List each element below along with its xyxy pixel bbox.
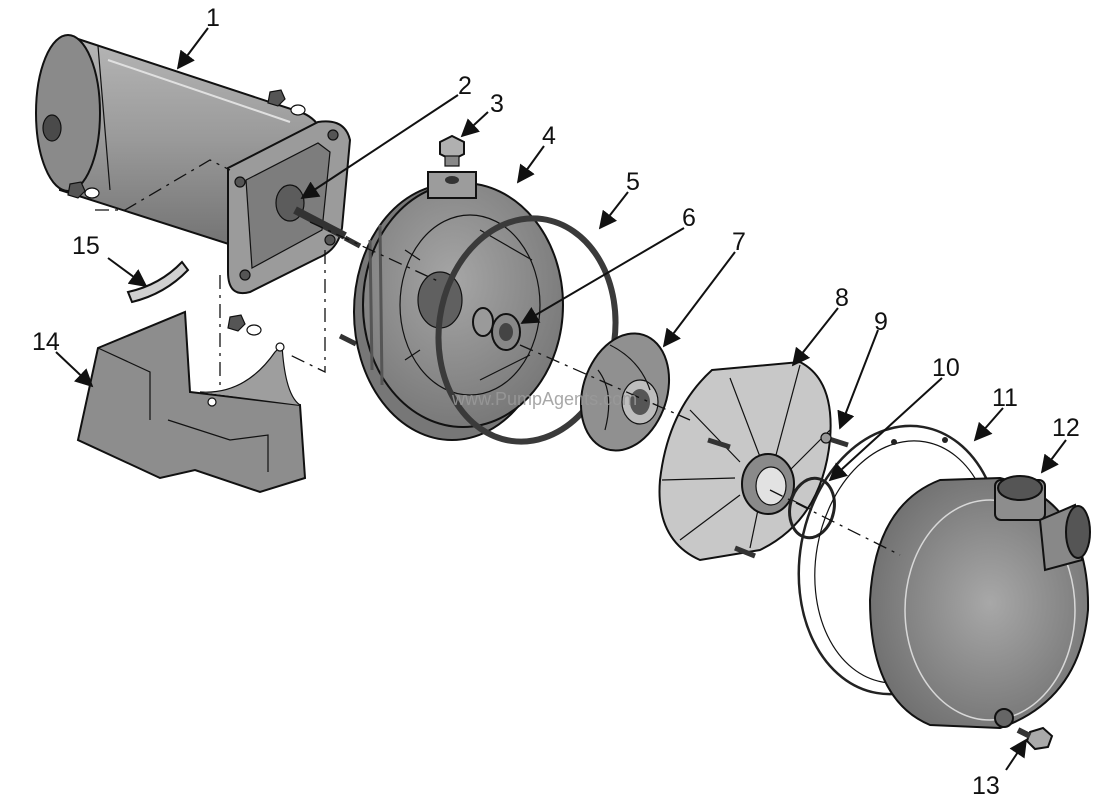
callout-8: 8	[835, 284, 849, 312]
callout-2: 2	[458, 72, 472, 100]
callout-7: 7	[732, 228, 746, 256]
callout-4: 4	[542, 122, 556, 150]
callout-15: 15	[72, 232, 100, 260]
callout-labels: 1 2 3 4 5 6 7 8 9 10 11 12 13 14 15	[32, 4, 1080, 800]
part-diffuser	[658, 360, 832, 562]
part-motor-bracket	[227, 120, 352, 294]
part-motor-fasteners	[67, 89, 362, 347]
callout-12: 12	[1052, 414, 1080, 442]
callout-1: 1	[206, 4, 220, 32]
part-pump-casing	[868, 475, 1091, 730]
callout-14: 14	[32, 328, 60, 356]
assembly-centerlines	[95, 159, 901, 556]
part-diffuser-screws	[707, 432, 849, 559]
callout-leaders	[55, 27, 1067, 771]
callout-11: 11	[992, 384, 1018, 412]
callout-9: 9	[874, 308, 888, 336]
callout-6: 6	[682, 204, 696, 232]
watermark-text: www.PumpAgents.com	[451, 389, 637, 409]
callout-5: 5	[626, 168, 640, 196]
part-base-pad	[126, 260, 190, 304]
callout-3: 3	[490, 90, 504, 118]
part-seal-plate	[353, 171, 564, 441]
part-drain-plug	[1016, 726, 1054, 751]
part-impeller	[579, 332, 671, 452]
part-shaft-seal	[472, 307, 521, 351]
part-vent-plug	[439, 134, 465, 167]
part-base	[76, 310, 307, 494]
callout-13: 13	[972, 772, 1000, 800]
part-diffuser-oring	[788, 476, 836, 540]
callout-10: 10	[932, 354, 960, 382]
